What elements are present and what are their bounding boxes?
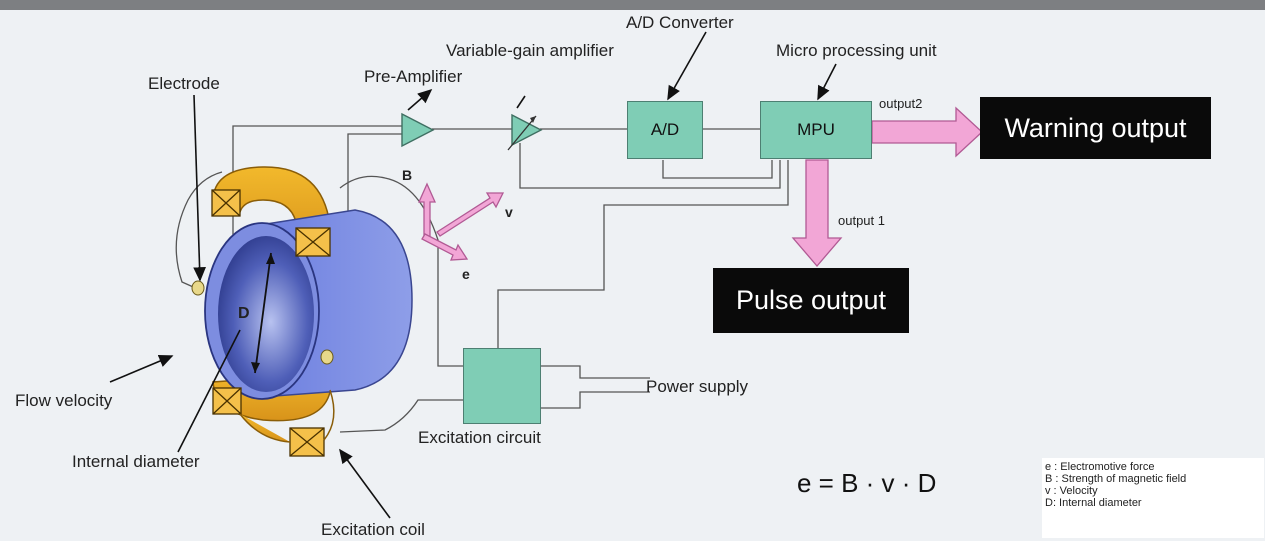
output2-arrow <box>871 106 983 158</box>
pipe <box>204 209 413 400</box>
electrode-right <box>320 349 334 365</box>
leader-lines <box>109 31 837 519</box>
warning-output-box: Warning output <box>980 97 1211 159</box>
ad-converter-block: A/D <box>627 101 703 159</box>
output2-label: output2 <box>879 96 923 111</box>
pre-amplifier-label: Pre-Amplifier <box>364 67 463 86</box>
excitation-coil-label: Excitation coil <box>321 520 425 539</box>
vector-v-label: v <box>505 204 513 220</box>
flow-velocity-label: Flow velocity <box>15 391 113 410</box>
mpu-block: MPU <box>760 101 872 159</box>
output1-label: output 1 <box>838 213 885 228</box>
legend-item: D: Internal diameter <box>1045 497 1142 509</box>
field-vector-arrows <box>417 182 505 261</box>
formula: e = B · v · D <box>797 468 937 498</box>
excitation-circuit-block <box>463 348 541 424</box>
diameter-d-label: D <box>238 305 250 322</box>
legend-item: B : Strength of magnetic field <box>1045 473 1187 485</box>
legend-item: e : Electromotive force <box>1045 461 1155 473</box>
micro-processing-unit-label: Micro processing unit <box>776 41 937 60</box>
electrode-left <box>191 280 205 296</box>
wires <box>175 125 789 433</box>
variable-gain-amplifier-label: Variable-gain amplifier <box>446 41 614 60</box>
ad-converter-label: A/D Converter <box>626 13 734 32</box>
vector-e-label: e <box>462 266 470 282</box>
legend: e : Electromotive force B : Strength of … <box>1042 458 1264 538</box>
pre-amplifier <box>401 112 435 148</box>
variable-gain-amplifier <box>511 113 543 147</box>
pulse-output-box: Pulse output <box>713 268 909 333</box>
internal-diameter-label: Internal diameter <box>72 452 200 471</box>
power-supply-label: Power supply <box>646 377 749 396</box>
electrode-label: Electrode <box>148 74 220 93</box>
excitation-circuit-label: Excitation circuit <box>418 428 541 447</box>
top-bar <box>0 0 1265 10</box>
diameter-arrow <box>254 252 272 374</box>
vector-b-label: B <box>402 167 413 183</box>
output1-arrow <box>791 159 843 267</box>
legend-item: v : Velocity <box>1045 485 1098 497</box>
